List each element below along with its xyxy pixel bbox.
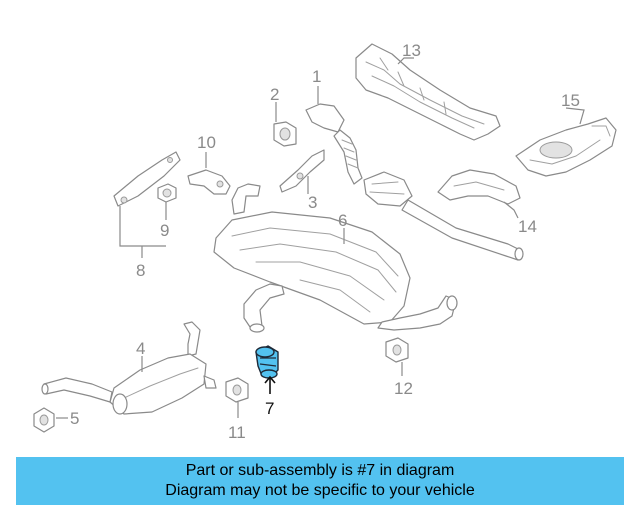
callout-4: 4 xyxy=(136,339,145,358)
part-6-muffler-assembly xyxy=(213,183,458,333)
part-11-rubber-insulator xyxy=(225,377,249,403)
callout-2: 2 xyxy=(270,85,279,104)
part-7-connector-pipe-highlighted xyxy=(255,345,279,379)
callout-14: 14 xyxy=(518,217,537,236)
callout-8: 8 xyxy=(136,261,145,280)
callout-13: 13 xyxy=(402,41,421,60)
callout-12: 12 xyxy=(394,379,413,398)
banner-line-1: Part or sub-assembly is #7 in diagram xyxy=(185,462,455,479)
leader-8-9-bracket xyxy=(119,202,167,258)
callout-11: 11 xyxy=(228,423,246,442)
callout-15: 15 xyxy=(561,91,580,110)
leader-14 xyxy=(503,201,519,219)
part-2-gasket xyxy=(273,121,297,147)
part-4-rear-muffler xyxy=(41,321,217,415)
part-10-hanger-bracket xyxy=(187,169,231,195)
callout-6: 6 xyxy=(338,211,347,230)
arrow-7 xyxy=(264,375,276,394)
part-9-rubber-insulator xyxy=(157,183,177,203)
part-13-heat-shield xyxy=(355,43,501,141)
leader-15 xyxy=(565,107,585,125)
callout-9: 9 xyxy=(160,221,169,240)
part-8-bracket xyxy=(113,151,181,207)
part-3-bracket xyxy=(279,149,325,193)
callout-1: 1 xyxy=(312,67,321,86)
callout-10: 10 xyxy=(197,133,216,152)
callout-5: 5 xyxy=(70,409,79,428)
part-12-rubber-insulator xyxy=(385,337,409,363)
leader-13 xyxy=(397,57,414,65)
banner-line-2: Diagram may not be specific to your vehi… xyxy=(165,482,475,499)
part-14-heat-shield xyxy=(437,169,521,205)
info-banner: Part or sub-assembly is #7 in diagram Di… xyxy=(16,457,624,505)
callout-7: 7 xyxy=(265,399,274,418)
part-1-front-pipe-catalytic-converter xyxy=(305,103,524,261)
callout-3: 3 xyxy=(308,193,317,212)
part-5-clamp xyxy=(33,407,55,433)
part-15-rear-heat-shield xyxy=(515,117,617,177)
